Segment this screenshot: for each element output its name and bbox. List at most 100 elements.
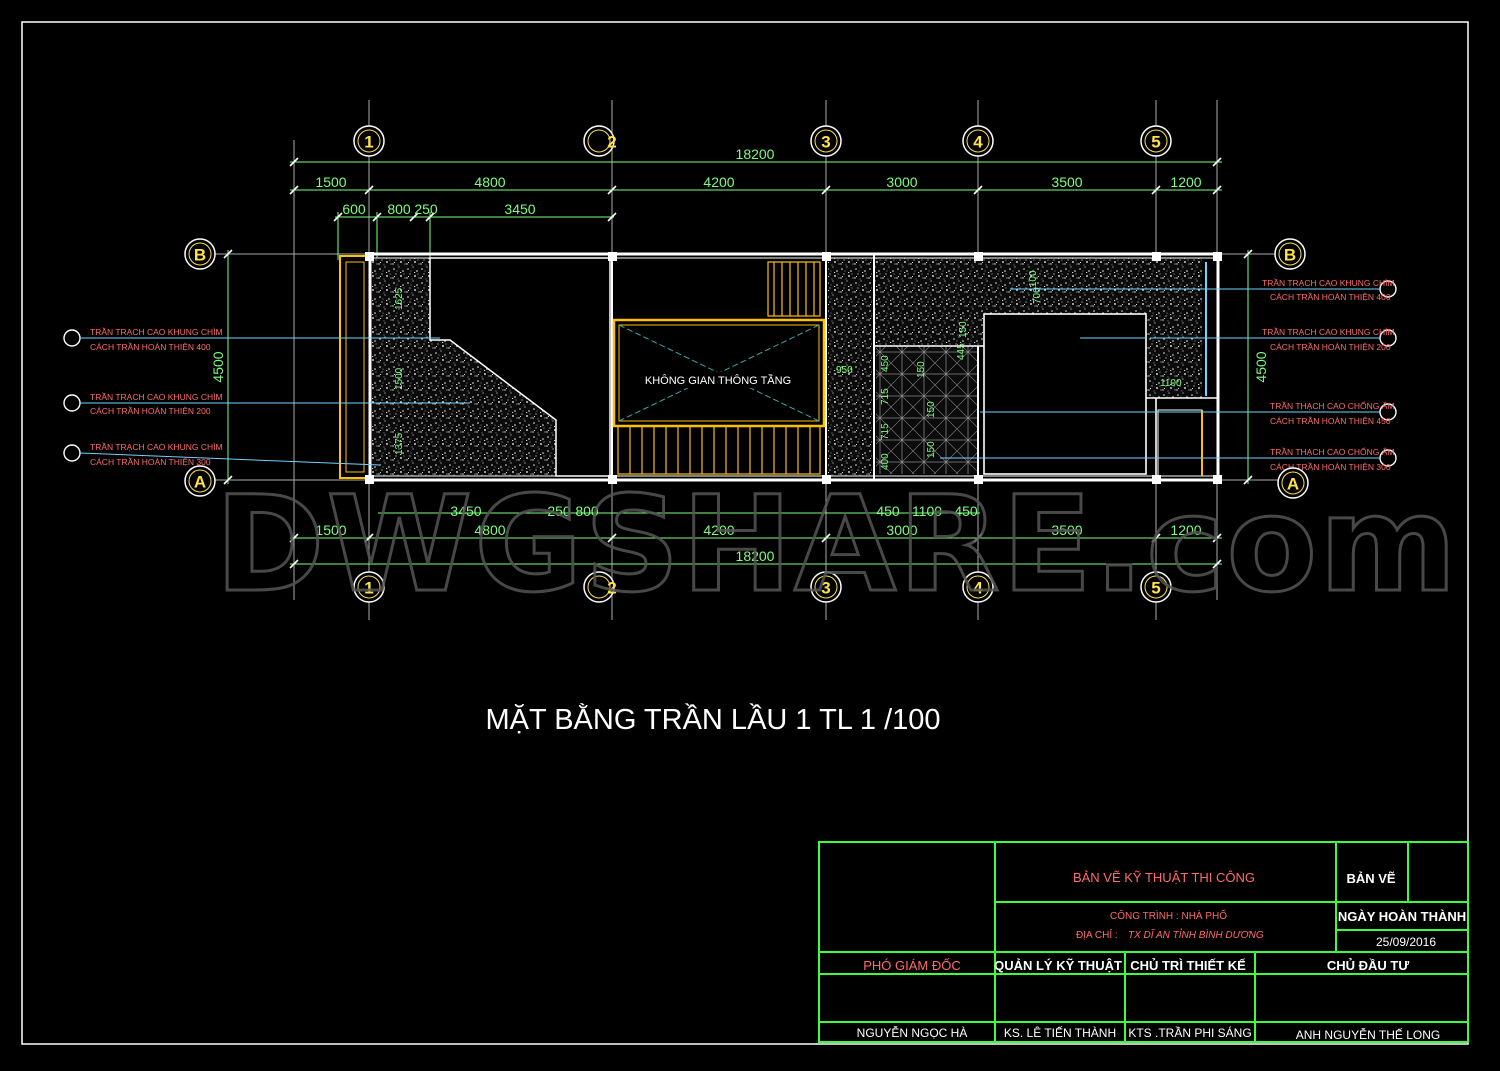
note-left-3-line2: CÁCH TRẦN HOÀN THIỆN 300 bbox=[90, 457, 211, 467]
dim-overall-bottom: 18200 bbox=[736, 548, 775, 564]
outer-wall bbox=[368, 252, 1220, 482]
balcony-left bbox=[339, 255, 371, 479]
stairs-lower bbox=[617, 425, 821, 475]
note-right-1-line1: TRẦN TRẠCH CAO KHUNG CHÌM bbox=[1262, 278, 1395, 288]
tb-name-4: ANH NGUYỄN THẾ LONG bbox=[1296, 1027, 1440, 1042]
grid-bubble-A-left: A bbox=[184, 465, 216, 497]
inner-dim-400: 400 bbox=[880, 453, 891, 470]
dim-top-1: 1500 bbox=[315, 174, 346, 190]
notes-right: TRẦN TRẠCH CAO KHUNG CHÌM CÁCH TRẦN HOÀN… bbox=[940, 278, 1397, 472]
note-bubble-left-1 bbox=[63, 329, 81, 347]
svg-text:B: B bbox=[1284, 246, 1296, 265]
svg-text:1: 1 bbox=[364, 579, 373, 598]
grid-bubbles: 1 2 3 4 5 1 2 3 4 5 B A B A bbox=[184, 125, 1309, 603]
dim-detail-3450: 3450 bbox=[504, 201, 535, 217]
grid-bubble-A-right: A bbox=[1277, 467, 1309, 499]
ceiling-dropped-black bbox=[429, 257, 611, 477]
ceiling-zone-right-top bbox=[874, 258, 1200, 314]
dim-overall-top: 18200 bbox=[736, 146, 775, 162]
svg-text:5: 5 bbox=[1151, 133, 1160, 152]
tb-role-1: PHÓ GIÁM ĐỐC bbox=[863, 958, 961, 973]
note-left-1-line2: CÁCH TRẦN HOÀN THIỆN 400 bbox=[90, 342, 211, 352]
svg-text:A: A bbox=[194, 473, 206, 492]
inner-dim-445: 445 bbox=[956, 343, 967, 360]
void-label: KHÔNG GIAN THÔNG TẦNG bbox=[645, 374, 791, 387]
note-bubble-left-2 bbox=[63, 394, 81, 412]
tb-name-2: KS. LÊ TIẾN THÀNH bbox=[1004, 1025, 1116, 1040]
note-right-4-line2: CÁCH TRẦN HOÀN THIỆN 300 bbox=[1270, 462, 1391, 472]
grid-bubble-5-top: 5 bbox=[1140, 125, 1172, 157]
inner-dim-715b: 715 bbox=[880, 423, 891, 440]
dim-bottom-detail-250: 250 bbox=[547, 503, 571, 519]
tb-address-label: ĐỊA CHỈ : bbox=[1076, 928, 1118, 941]
dim-bottom-detail-450a: 450 bbox=[876, 503, 900, 519]
dim-top-6: 1200 bbox=[1170, 174, 1201, 190]
grid-bubble-2-top: 2 bbox=[583, 125, 617, 157]
watermark: DWGSHARE.com bbox=[215, 468, 1459, 622]
inner-dim-150b: 150 bbox=[916, 361, 927, 378]
inner-dim-1375: 1375 bbox=[394, 432, 405, 455]
note-left-1-line1: TRẦN TRẠCH CAO KHUNG CHÌM bbox=[90, 327, 223, 337]
inner-dim-450: 450 bbox=[880, 355, 891, 372]
ceiling-zone-right-side bbox=[1146, 258, 1202, 398]
note-left-2-line2: CÁCH TRẦN HOÀN THIỆN 200 bbox=[90, 406, 211, 416]
note-right-2-line1: TRẦN TRẠCH CAO KHUNG CHÌM bbox=[1262, 327, 1395, 337]
inner-dim-1100: 1100 bbox=[1160, 378, 1182, 389]
tb-completion-label: NGÀY HOÀN THÀNH bbox=[1338, 909, 1466, 924]
dim-top-5: 3500 bbox=[1051, 174, 1082, 190]
note-left-2-line1: TRẦN TRẠCH CAO KHUNG CHÌM bbox=[90, 392, 223, 402]
dim-bottom-3: 4200 bbox=[703, 522, 734, 538]
grid-bubble-B-right: B bbox=[1274, 238, 1306, 270]
tb-sheet-label: BẢN VẼ bbox=[1346, 871, 1395, 886]
inner-dim-150a: 150 bbox=[958, 321, 969, 338]
dim-bottom-5: 3500 bbox=[1051, 522, 1082, 538]
note-bubble-left-3 bbox=[63, 444, 81, 462]
vertical-grid-lines bbox=[293, 100, 1218, 620]
dim-top-3: 4200 bbox=[703, 174, 734, 190]
inner-dim-1625: 1625 bbox=[394, 287, 405, 310]
dim-detail-800: 800 bbox=[387, 201, 411, 217]
stairs-upper bbox=[767, 261, 821, 317]
grid-bubble-2-bottom: 2 bbox=[583, 571, 617, 603]
svg-text:4: 4 bbox=[973, 579, 983, 598]
svg-text:3: 3 bbox=[821, 579, 830, 598]
title-block bbox=[818, 841, 1469, 1043]
dim-detail-600: 600 bbox=[342, 201, 366, 217]
dim-bottom-detail-800: 800 bbox=[575, 503, 599, 519]
inner-dim-1100b: 1100 bbox=[1028, 270, 1039, 292]
note-left-3-line1: TRẦN TRẠCH CAO KHUNG CHÌM bbox=[90, 442, 223, 452]
room-right bbox=[983, 313, 1147, 475]
grid-bubble-5-bottom: 5 bbox=[1140, 571, 1172, 603]
inner-dim-150c: 150 bbox=[926, 401, 937, 418]
grid-bubble-4-bottom: 4 bbox=[962, 571, 994, 603]
dim-detail-250: 250 bbox=[414, 201, 438, 217]
inner-dim-700: 700 bbox=[1032, 287, 1043, 304]
grid-bubble-3-bottom: 3 bbox=[810, 571, 842, 603]
dim-bottom-4: 3000 bbox=[886, 522, 917, 538]
dim-bottom-2: 4800 bbox=[474, 522, 505, 538]
svg-text:4: 4 bbox=[973, 133, 983, 152]
grid-bubble-3-top: 3 bbox=[810, 125, 842, 157]
grid-bubble-1-top: 1 bbox=[353, 125, 385, 157]
dim-bottom-1: 1500 bbox=[315, 522, 346, 538]
svg-text:2: 2 bbox=[607, 133, 616, 152]
svg-text:A: A bbox=[1287, 475, 1299, 494]
inner-dim-950: 950 bbox=[836, 365, 853, 376]
tb-address-value: TX DĨ AN TỈNH BÌNH DƯƠNG bbox=[1128, 928, 1264, 941]
svg-text:B: B bbox=[194, 246, 206, 265]
svg-text:3: 3 bbox=[821, 133, 830, 152]
dim-bottom-detail-1100: 1100 bbox=[912, 503, 942, 519]
note-right-3-line1: TRẦN THẠCH CAO CHỐNG ẨM bbox=[1270, 400, 1395, 411]
note-right-1-line2: CÁCH TRẦN HOÀN THIỆN 400 bbox=[1270, 292, 1391, 302]
tb-completion-date: 25/09/2016 bbox=[1376, 935, 1436, 949]
grid-bubble-1-bottom: 1 bbox=[353, 571, 385, 603]
ceiling-zone-mid bbox=[828, 258, 872, 476]
tb-project: CÔNG TRÌNH : NHÀ PHỐ bbox=[1110, 908, 1227, 922]
inner-dim-1500: 1500 bbox=[394, 367, 405, 390]
dim-bottom-detail-3450: 3450 bbox=[450, 503, 481, 519]
grid-bubble-B-left: B bbox=[184, 238, 216, 270]
drawing-title: MẶT BẰNG TRẦN LẦU 1 TL 1 /100 bbox=[485, 702, 940, 736]
tb-name-3: KTS .TRẦN PHI SÁNG bbox=[1128, 1025, 1251, 1040]
inner-dim-715a: 715 bbox=[880, 388, 891, 405]
